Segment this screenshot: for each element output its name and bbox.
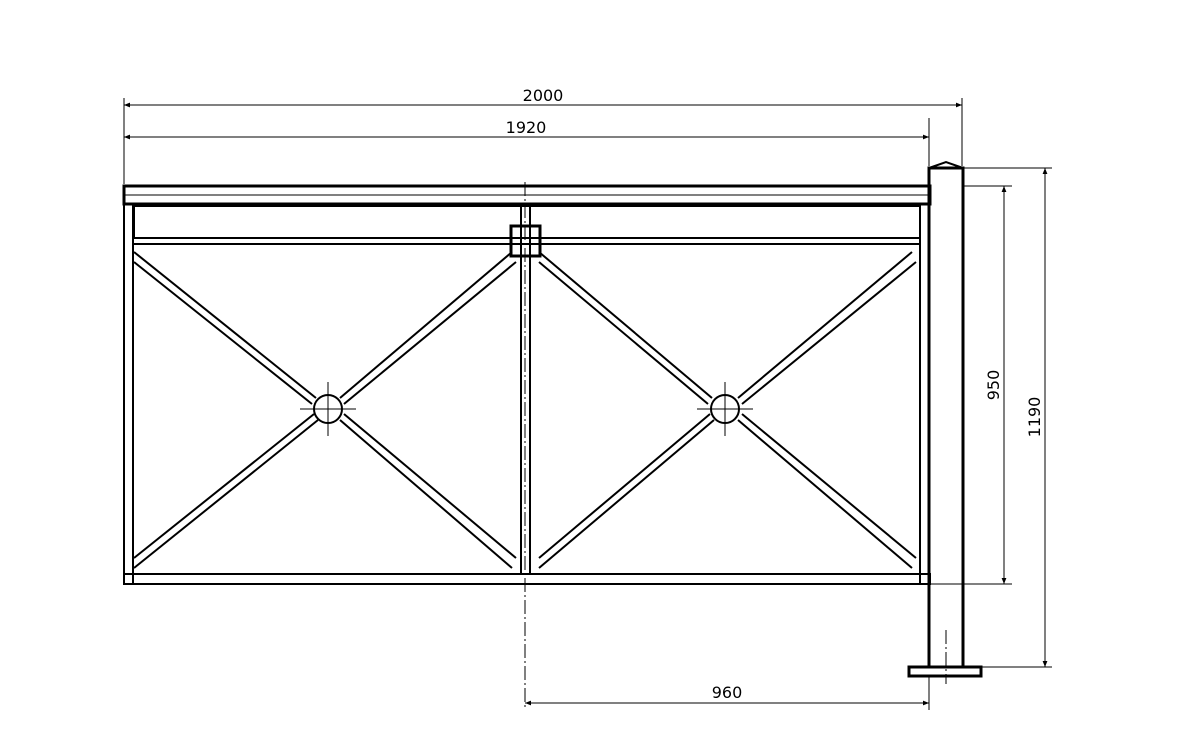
bottom-rail: [123, 573, 931, 585]
dim-2000-label: 2000: [523, 86, 564, 105]
left-cross-brace: [133, 251, 517, 569]
dim-960-label: 960: [712, 683, 743, 702]
dim-1920-label: 1920: [506, 118, 547, 137]
right-cross-brace: [538, 251, 917, 569]
dimension-overall-width: 2000: [123, 86, 963, 184]
base-plate: [907, 665, 983, 678]
dim-950-label: 950: [984, 370, 1003, 401]
dimension-panel-width: 1920: [124, 118, 930, 166]
upper-rail: [133, 205, 921, 239]
railing-frame: [122, 182, 932, 708]
dimension-panel-height: 950: [930, 185, 1012, 585]
end-post: [907, 160, 983, 684]
dimension-post-height: 1190: [963, 167, 1052, 668]
dim-1190-label: 1190: [1025, 397, 1044, 438]
post-shaft: [927, 166, 965, 669]
left-frame-post: [123, 203, 134, 585]
dimension-half-width: 960: [525, 676, 930, 710]
